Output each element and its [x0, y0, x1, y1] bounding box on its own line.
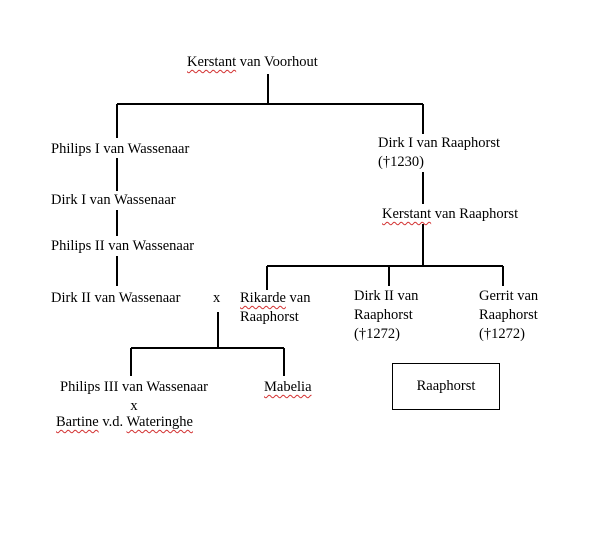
node-dirk-i-van-wassenaar: Dirk I van Wassenaar — [51, 191, 176, 210]
node-text: x — [213, 290, 221, 306]
node-dirk-ii-van-wassenaar: Dirk II van Wassenaar — [51, 289, 180, 308]
spellcheck-word: Bartine — [56, 414, 99, 430]
node-dirk-i-van-raaphorst: Dirk I van Raaphorst (†1230) — [378, 134, 500, 172]
node-text: Dirk I van Wassenaar — [51, 192, 176, 208]
node-text: Raaphorst — [354, 307, 413, 323]
node-text: Philips II van Wassenaar — [51, 238, 195, 254]
node-text: Gerrit van — [479, 288, 539, 304]
node-text: v.d. — [98, 414, 127, 430]
node-rikarde-van-raaphorst: Rikarde van Raaphorst — [240, 289, 310, 327]
node-text: Dirk II van — [354, 288, 419, 304]
node-kerstant-van-voorhout: Kerstant van Voorhout — [187, 53, 318, 72]
spellcheck-word: Kerstant — [187, 54, 237, 70]
spellcheck-word: Wateringhe — [126, 414, 193, 430]
node-text: van Raaphorst — [431, 206, 519, 222]
node-philips-i-van-wassenaar: Philips I van Wassenaar — [51, 140, 189, 159]
node-text: Raaphorst — [240, 309, 299, 325]
node-kerstant-van-raaphorst: Kerstant van Raaphorst — [382, 205, 518, 224]
spellcheck-word: Mabelia — [264, 379, 312, 395]
node-philips-ii-van-wassenaar: Philips II van Wassenaar — [51, 237, 194, 256]
node-text: Philips I van Wassenaar — [51, 141, 190, 157]
node-bartine-vd-wateringhe: Bartine v.d. Wateringhe — [56, 413, 193, 432]
node-text: Philips III van Wassenaar — [60, 379, 208, 395]
spellcheck-word: Kerstant — [382, 206, 432, 222]
raaphorst-box: Raaphorst — [392, 363, 500, 410]
node-text: (†1272) — [479, 326, 525, 342]
node-mabelia: Mabelia — [264, 378, 312, 397]
node-text: van — [285, 290, 311, 306]
marriage-symbol: x — [213, 289, 220, 308]
node-philips-iii-van-wassenaar: Philips III van Wassenaar x — [51, 378, 217, 416]
node-gerrit-van-raaphorst: Gerrit van Raaphorst (†1272) — [479, 287, 538, 344]
spellcheck-word: Rikarde — [240, 290, 286, 306]
node-text: Dirk I van Raaphorst — [378, 135, 501, 151]
node-text: Dirk II van Wassenaar — [51, 290, 181, 306]
node-dirk-ii-van-raaphorst: Dirk II van Raaphorst (†1272) — [354, 287, 418, 344]
marriage-symbol: x — [130, 398, 138, 414]
node-text: Raaphorst — [416, 378, 476, 394]
node-text: Raaphorst — [479, 307, 538, 323]
node-text: (†1272) — [354, 326, 400, 342]
node-text: (†1230) — [378, 154, 424, 170]
node-text: van Voorhout — [236, 54, 318, 70]
